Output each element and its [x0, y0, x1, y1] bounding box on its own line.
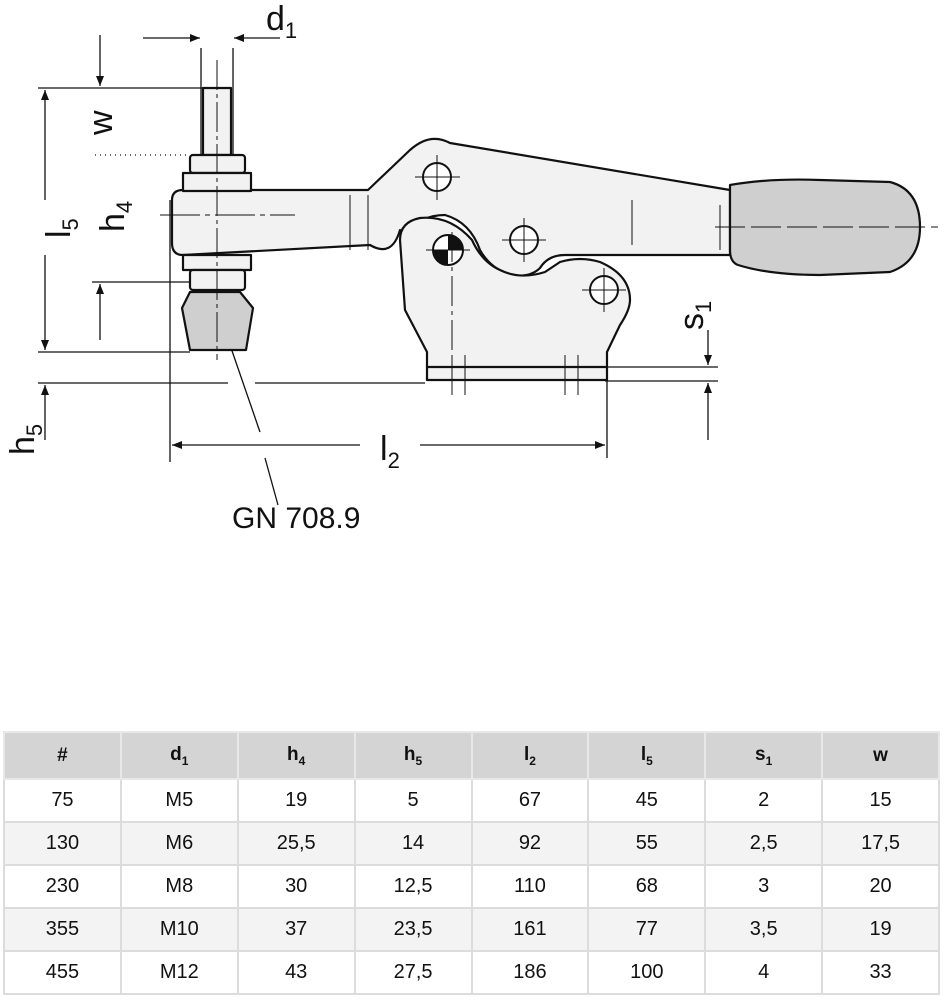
table-cell: 25,5: [236, 821, 356, 866]
table-cell: 68: [587, 864, 707, 909]
dim-label-l5: l5: [40, 218, 83, 238]
column-header: w: [821, 731, 940, 780]
table-cell: 67: [470, 778, 590, 823]
column-header-subscript: 5: [646, 753, 653, 768]
dim-label-w: w: [82, 110, 120, 136]
dim-label-h4: h4: [94, 201, 137, 232]
column-header-subscript: 1: [181, 753, 189, 768]
dim-label-d1: d1: [266, 0, 297, 43]
column-header: #: [3, 731, 122, 780]
table-cell: 17,5: [821, 821, 940, 866]
table-cell: 2: [704, 778, 824, 823]
table-cell: 37: [236, 907, 356, 952]
table-cell: 19: [236, 778, 356, 823]
dim-label-h5: h5: [4, 424, 47, 455]
column-header-label: d: [170, 743, 182, 765]
table-cell: 161: [470, 907, 590, 952]
table-cell: 55: [587, 821, 707, 866]
table-cell: 130: [3, 821, 122, 866]
table-cell: 4: [704, 950, 824, 995]
column-header-subscript: 4: [298, 753, 306, 768]
column-header-label: s: [755, 743, 766, 765]
part-reference-label: GN 708.9: [232, 502, 360, 535]
column-header-label: w: [873, 744, 888, 766]
clamp-technical-drawing: d1 w l5 h4 h5 l2 s1 GN 708.9: [4, 0, 938, 535]
table-cell: 3: [704, 864, 824, 909]
column-header-label: l: [523, 743, 530, 765]
table-cell: M10: [119, 907, 239, 952]
table-cell: 455: [3, 950, 122, 995]
column-header: h5: [353, 731, 473, 780]
column-header-label: h: [403, 743, 416, 765]
column-header: l2: [470, 731, 590, 780]
column-header: d1: [119, 731, 239, 780]
column-header-subscript: 2: [529, 753, 536, 768]
table-cell: 30: [236, 864, 356, 909]
table-cell: 75: [3, 778, 122, 823]
table-cell: 20: [821, 864, 940, 909]
clamp-lever-arm: [170, 137, 732, 277]
column-header: l5: [587, 731, 707, 780]
column-header-subscript: 5: [415, 753, 423, 768]
table-cell: 23,5: [353, 907, 473, 952]
column-header: h4: [236, 731, 356, 780]
column-header-subscript: 1: [765, 753, 773, 768]
column-header-label: #: [57, 744, 68, 766]
table-cell: 19: [821, 907, 940, 952]
table-cell: 355: [3, 907, 122, 952]
table-cell: M6: [119, 821, 239, 866]
table-cell: 92: [470, 821, 590, 866]
table-cell: 2,5: [704, 821, 824, 866]
table-cell: M8: [119, 864, 239, 909]
table-cell: M5: [119, 778, 239, 823]
table-cell: 100: [587, 950, 707, 995]
table-cell: 43: [236, 950, 356, 995]
table-cell: 186: [470, 950, 590, 995]
table-cell: 15: [821, 778, 940, 823]
dim-label-l2: l2: [380, 430, 400, 473]
table-cell: M12: [119, 950, 239, 995]
table-cell: 5: [353, 778, 473, 823]
table-cell: 3,5: [704, 907, 824, 952]
table-cell: 77: [587, 907, 707, 952]
column-header: s1: [704, 731, 824, 780]
dim-label-s1: s1: [673, 301, 716, 330]
table-cell: 33: [821, 950, 940, 995]
table-cell: 14: [353, 821, 473, 866]
table-cell: 27,5: [353, 950, 473, 995]
table-cell: 12,5: [353, 864, 473, 909]
table-cell: 230: [3, 864, 122, 909]
column-header-label: h: [287, 743, 299, 765]
table-cell: 45: [587, 778, 707, 823]
column-header-label: l: [640, 743, 647, 765]
table-cell: 110: [470, 864, 590, 909]
